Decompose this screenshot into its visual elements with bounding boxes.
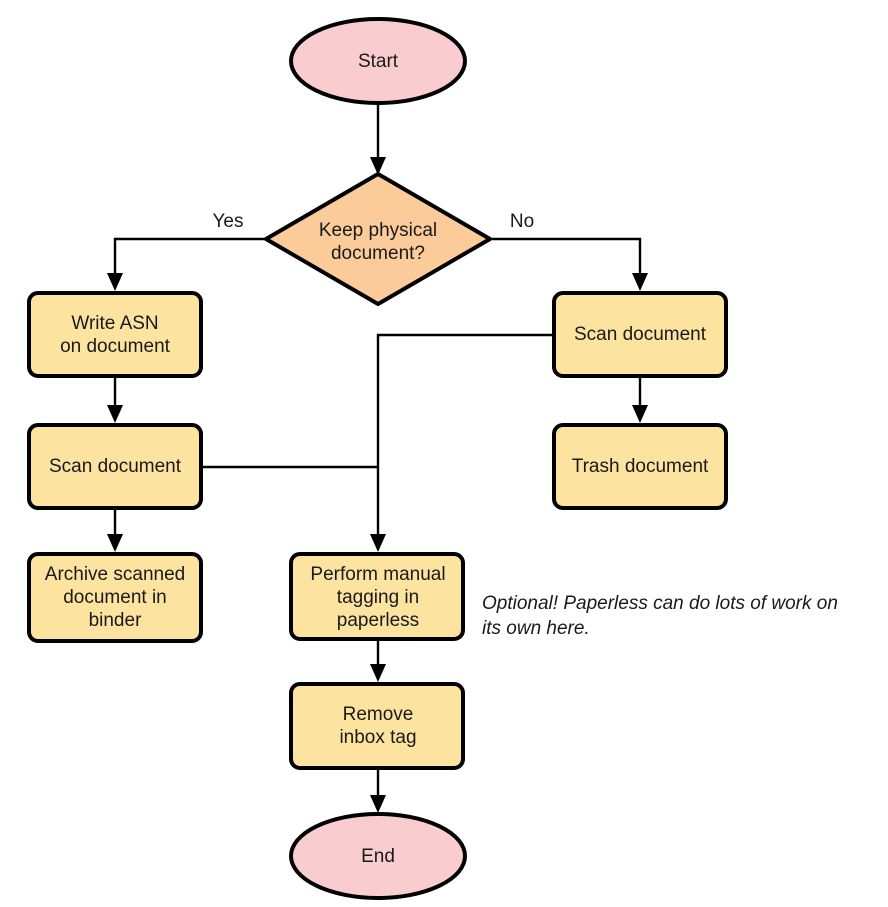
archive-label-line2: document in — [63, 587, 167, 608]
node-remove-inbox-tag[interactable]: Remove inbox tag — [289, 682, 465, 770]
edge-layer — [107, 104, 648, 813]
edge-decision-yes-to-write-asn — [107, 237, 265, 291]
edge-decision-no-to-scan-right — [492, 237, 648, 291]
edge-line-scanright-tagging — [376, 333, 552, 542]
trash-document-label: Trash document — [572, 456, 709, 477]
decision-diamond-shape[interactable] — [264, 172, 492, 306]
edge-write-asn-to-scan-left — [107, 378, 123, 423]
tagging-label-line2: tagging in — [337, 587, 419, 608]
archive-box-shape[interactable] — [27, 552, 203, 643]
decision-label-line1: Keep physical — [319, 220, 437, 241]
arrowhead-scanright-trash — [632, 405, 648, 423]
node-decision-keep-physical-document[interactable]: Keep physical document? — [264, 172, 492, 306]
edge-scan-left-to-archive — [107, 510, 123, 552]
node-scan-document-left[interactable]: Scan document — [27, 423, 203, 510]
arrowhead-scanright-tagging — [370, 534, 386, 552]
write-asn-label-line1: Write ASN — [71, 313, 158, 334]
scan-document-left-label: Scan document — [49, 456, 182, 477]
edge-tagging-to-remove-inbox — [370, 640, 386, 682]
tagging-label-line1: Perform manual — [310, 564, 445, 585]
scan-document-left-box-shape[interactable] — [27, 423, 203, 510]
arrowhead-remove-end — [370, 795, 386, 813]
node-archive-scanned-document-in-binder[interactable]: Archive scanned document in binder — [27, 552, 203, 643]
tagging-label-line3: paperless — [337, 610, 419, 631]
edge-scan-right-to-trash — [632, 378, 648, 423]
trash-document-box-shape[interactable] — [552, 423, 728, 510]
arrowhead-no — [632, 273, 648, 291]
arrowhead-writeasn-scanleft — [107, 405, 123, 423]
annotation-optional-paperless: Optional! Paperless can do lots of work … — [482, 593, 838, 639]
node-start[interactable]: Start — [289, 17, 467, 105]
edge-label-no: No — [510, 211, 534, 232]
arrowhead-tagging-remove — [370, 664, 386, 682]
edge-scan-right-to-tagging — [370, 333, 552, 552]
start-ellipse-shape[interactable] — [289, 17, 467, 105]
node-write-asn-on-document[interactable]: Write ASN on document — [27, 291, 203, 378]
remove-inbox-label-line1: Remove — [343, 704, 414, 725]
archive-label-line1: Archive scanned — [45, 564, 185, 585]
scan-document-right-label: Scan document — [574, 324, 707, 345]
edge-line-no — [492, 237, 642, 281]
tagging-box-shape[interactable] — [289, 552, 465, 641]
arrowhead-scanleft-archive — [107, 534, 123, 552]
decision-label-line2: document? — [331, 243, 425, 264]
remove-inbox-box-shape[interactable] — [289, 682, 465, 770]
node-trash-document[interactable]: Trash document — [552, 423, 728, 510]
edge-remove-inbox-to-end — [370, 770, 386, 813]
scan-document-right-box-shape[interactable] — [552, 291, 728, 378]
node-end[interactable]: End — [289, 812, 467, 900]
node-perform-manual-tagging[interactable]: Perform manual tagging in paperless — [289, 552, 465, 641]
arrowhead-yes — [107, 273, 123, 291]
remove-inbox-label-line2: inbox tag — [339, 727, 416, 748]
annotation-line2: its own here. — [482, 618, 590, 639]
edge-start-to-decision — [370, 104, 386, 175]
end-label: End — [361, 846, 395, 867]
write-asn-label-line2: on document — [60, 336, 171, 357]
archive-label-line3: binder — [89, 610, 142, 631]
node-scan-document-right[interactable]: Scan document — [552, 291, 728, 378]
annotation-line1: Optional! Paperless can do lots of work … — [482, 593, 838, 614]
edge-line-yes — [113, 237, 265, 281]
start-label: Start — [358, 51, 399, 72]
arrowhead-start-decision — [370, 157, 386, 175]
end-ellipse-shape[interactable] — [289, 812, 467, 900]
edge-label-yes: Yes — [213, 211, 244, 232]
write-asn-box-shape[interactable] — [27, 291, 203, 378]
